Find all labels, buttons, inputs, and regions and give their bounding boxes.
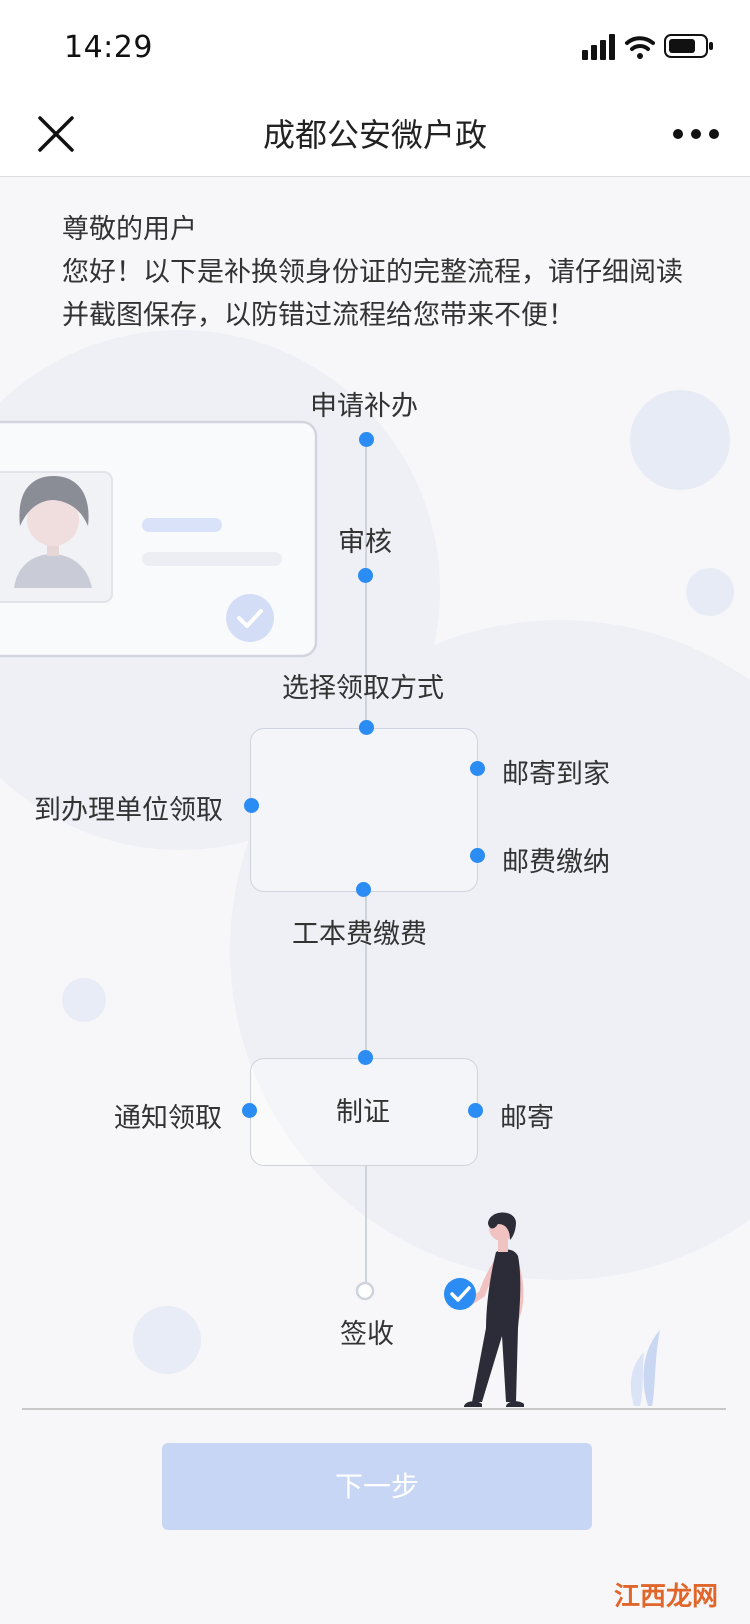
id-card-illustration bbox=[0, 420, 318, 658]
next-step-button[interactable]: 下一步 bbox=[162, 1443, 592, 1530]
step-pay-fee-label: 工本费缴费 bbox=[292, 919, 427, 950]
option-notify-label: 通知领取 bbox=[114, 1103, 222, 1134]
step-apply-label: 申请补办 bbox=[310, 391, 418, 422]
pickup-options-box bbox=[250, 728, 478, 892]
step-choose-dot bbox=[359, 720, 374, 735]
more-icon[interactable] bbox=[672, 128, 720, 140]
status-time: 14:29 bbox=[64, 30, 153, 65]
step-review-label: 审核 bbox=[338, 527, 392, 558]
watermark-text: 江西龙网 bbox=[614, 1582, 719, 1612]
step-pay-fee-dot bbox=[356, 882, 371, 897]
option-notify-dot bbox=[242, 1103, 257, 1118]
step-receive-label: 签收 bbox=[340, 1319, 394, 1350]
step-make-dot bbox=[358, 1050, 373, 1065]
wifi-icon bbox=[625, 36, 655, 59]
battery-icon bbox=[664, 34, 713, 58]
greeting: 尊敬的用户 bbox=[62, 214, 197, 245]
option-mail-home-label: 邮寄到家 bbox=[502, 759, 610, 790]
step-choose-label: 选择领取方式 bbox=[282, 673, 444, 704]
option-pickup-unit-label: 到办理单位领取 bbox=[34, 795, 223, 826]
close-icon[interactable] bbox=[34, 112, 78, 156]
step-review-dot bbox=[358, 568, 373, 583]
option-mail-label: 邮寄 bbox=[500, 1103, 554, 1134]
option-pay-postage-dot bbox=[470, 848, 485, 863]
person-illustration bbox=[444, 1212, 660, 1407]
intro-text: 尊敬的用户 您好！以下是补换领身份证的完整流程，请仔细阅读并截图保存，以防错过流… bbox=[62, 208, 702, 337]
signal-icon bbox=[582, 34, 615, 60]
intro-body: 您好！以下是补换领身份证的完整流程，请仔细阅读并截图保存，以防错过流程给您带来不… bbox=[62, 257, 683, 331]
step-receive-dot bbox=[355, 1281, 375, 1301]
option-mail-dot bbox=[468, 1103, 483, 1118]
page-title: 成都公安微户政 bbox=[262, 116, 487, 154]
bottom-divider bbox=[22, 1408, 726, 1410]
step-make-label: 制证 bbox=[336, 1097, 390, 1128]
card-making-box bbox=[250, 1058, 478, 1166]
flow-connectors bbox=[365, 440, 367, 1288]
status-bar: 14:29 bbox=[0, 0, 750, 90]
option-pickup-unit-dot bbox=[244, 798, 259, 813]
step-apply-dot bbox=[359, 432, 374, 447]
option-mail-home-dot bbox=[470, 761, 485, 776]
option-pay-postage-label: 邮费缴纳 bbox=[502, 847, 610, 878]
navigation-bar: 成都公安微户政 bbox=[0, 90, 750, 177]
